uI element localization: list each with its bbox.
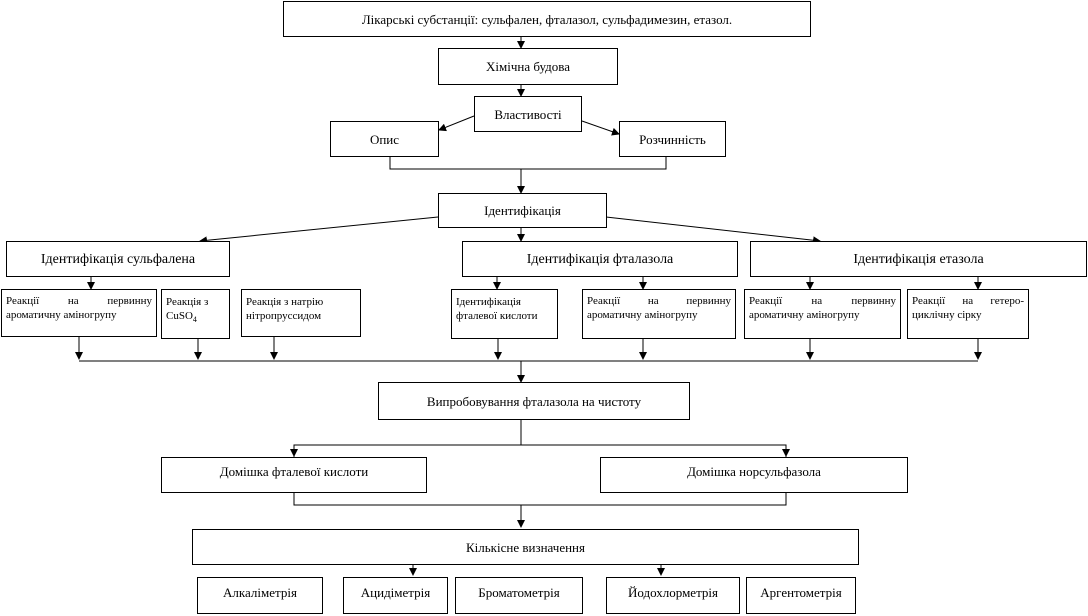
method-argentometry-box: Аргентометрія — [746, 577, 856, 614]
chemical-structure-label: Хімічна будова — [485, 59, 570, 74]
solubility-label: Розчинність — [639, 131, 706, 147]
id-etazol-label: Ідентифікація етазола — [853, 251, 984, 267]
sulfalen-cuso4-reaction-box: Реакція з CuSO4 — [161, 289, 230, 339]
etazol-sulfur-reaction-box: Реакції на гетеро-циклічну сірку — [907, 289, 1029, 339]
phthalic-acid-identification-box: Ідентифікація фталевої кислоти — [451, 289, 558, 339]
solubility-box: Розчинність — [619, 121, 726, 157]
purity-test-label: Випробовування фталазола на чистоту — [426, 393, 642, 409]
id-sulfalen-box: Ідентифікація сульфалена — [6, 241, 230, 277]
identification-box: Ідентифікація — [438, 193, 607, 228]
sulfalen-nitroprusside-reaction-label: Реакція з натрію нітропруссидом — [246, 296, 324, 322]
impurity-phthalic-label: Домішка фталевої кислоти — [219, 464, 369, 479]
method-bromatometry-box: Броматометрія — [455, 577, 583, 614]
method-iodochlorometry-box: Йодохлорметрія — [606, 577, 740, 614]
id-etazol-box: Ідентифікація етазола — [750, 241, 1087, 277]
id-sulfalen-label: Ідентифікація сульфалена — [40, 251, 196, 267]
properties-box: Властивості — [474, 96, 582, 132]
sulfalen-cuso4-reaction-label: Реакція з CuSO — [166, 296, 209, 322]
quantitative-box: Кількісне визначення — [192, 529, 859, 565]
sulfalen-nitroprusside-reaction-box: Реакція з натрію нітропруссидом — [241, 289, 361, 337]
impurity-norsulfazol-box: Домішка норсульфазола — [600, 457, 908, 493]
method-argentometry-label: Аргентометрія — [760, 585, 842, 600]
purity-test-box: Випробовування фталазола на чистоту — [378, 382, 690, 420]
etazol-amino-reaction-box: Реакції на первинну ароматичну аміногруп… — [744, 289, 901, 339]
sulfalen-cuso4-subscript: 4 — [192, 315, 197, 324]
method-bromatometry-label: Броматометрія — [478, 585, 560, 600]
quantitative-label: Кількісне визначення — [465, 539, 585, 555]
identification-label: Ідентифікація — [484, 203, 561, 218]
phthalazol-amino-reaction-box: Реакції на первинну ароматичну аміногруп… — [582, 289, 736, 339]
chemical-structure-box: Хімічна будова — [438, 48, 618, 85]
etazol-amino-reaction-label: Реакції на первинну ароматичну аміногруп… — [749, 295, 896, 321]
description-label: Опис — [369, 131, 400, 147]
phthalic-acid-identification-label: Ідентифікація фталевої кислоти — [456, 296, 538, 322]
substances-label: Лікарські субстанції: сульфален, фталазо… — [361, 11, 733, 27]
method-alkalimetry-box: Алкаліметрія — [197, 577, 323, 614]
id-phthalazol-box: Ідентифікація фталазола — [462, 241, 738, 277]
method-acidimetry-label: Ацидіметрія — [360, 585, 431, 600]
etazol-sulfur-reaction-label: Реакції на гетеро-циклічну сірку — [912, 295, 1024, 321]
id-phthalazol-label: Ідентифікація фталазола — [526, 251, 674, 267]
sulfalen-amino-reaction-label: Реакції на первинну ароматичну аміногруп… — [6, 295, 152, 321]
method-iodochlorometry-label: Йодохлорметрія — [627, 585, 719, 600]
sulfalen-amino-reaction-box: Реакції на первинну ароматичну аміногруп… — [1, 289, 157, 337]
description-box: Опис — [330, 121, 439, 157]
impurity-norsulfazol-label: Домішка норсульфазола — [687, 464, 821, 479]
method-alkalimetry-label: Алкаліметрія — [223, 585, 297, 600]
properties-label: Властивості — [494, 106, 562, 122]
phthalazol-amino-reaction-label: Реакції на первинну ароматичну аміногруп… — [587, 295, 731, 321]
impurity-phthalic-box: Домішка фталевої кислоти — [161, 457, 427, 493]
method-acidimetry-box: Ацидіметрія — [343, 577, 448, 614]
substances-box: Лікарські субстанції: сульфален, фталазо… — [283, 1, 811, 37]
